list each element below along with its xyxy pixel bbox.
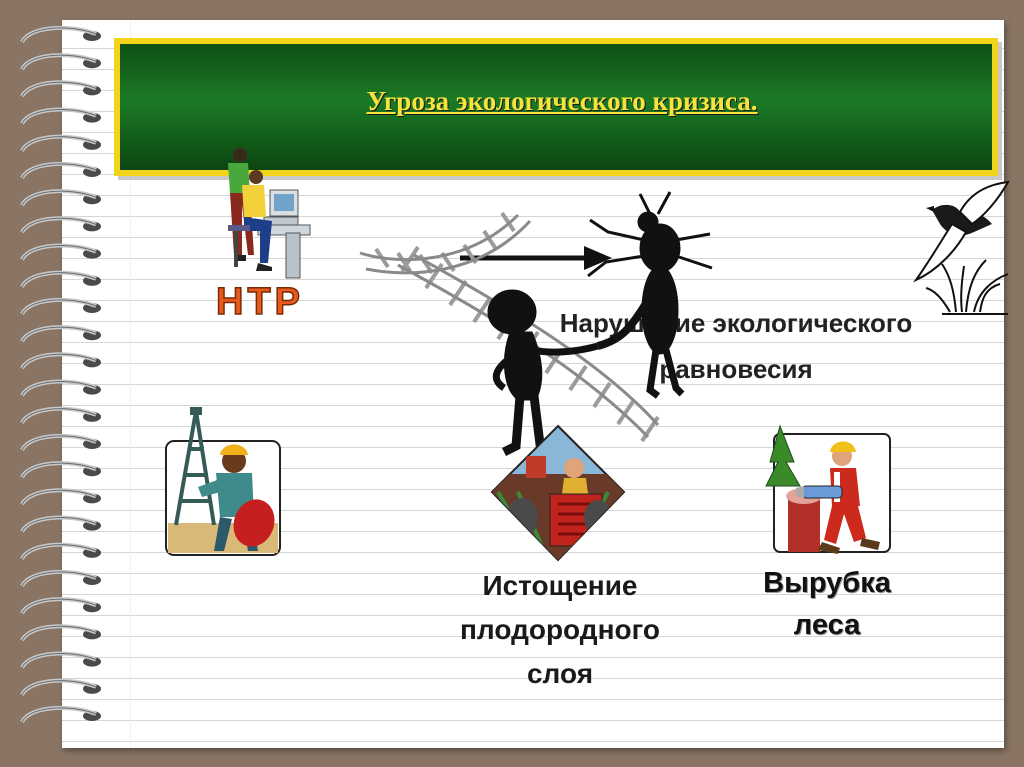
spiral-coil bbox=[20, 678, 101, 696]
spiral-coil bbox=[20, 107, 101, 125]
duck-reeds-image bbox=[913, 180, 1010, 315]
railroad-track-image bbox=[359, 211, 660, 443]
scientists-computer-image bbox=[228, 148, 311, 279]
spiral-coil bbox=[20, 488, 101, 506]
spiral-coil bbox=[20, 597, 101, 615]
human-insect-handshake-image bbox=[487, 191, 713, 457]
spiral-coil bbox=[20, 651, 101, 669]
spiral-coil bbox=[20, 216, 101, 234]
farm-tractor-image bbox=[490, 424, 626, 562]
lumberjack-image bbox=[765, 424, 891, 554]
spiral-coil bbox=[20, 325, 101, 343]
title-banner bbox=[114, 38, 998, 176]
spiral-coil bbox=[20, 352, 101, 370]
spiral-coil bbox=[20, 569, 101, 588]
spiral-coil bbox=[20, 297, 101, 316]
page-margin-line bbox=[130, 20, 131, 748]
spiral-coil bbox=[20, 53, 101, 71]
spiral-coil bbox=[20, 433, 101, 452]
slide-title: Угроза экологического кризиса. bbox=[366, 86, 758, 116]
oil-worker-image bbox=[165, 407, 281, 556]
spiral-coil bbox=[20, 189, 101, 207]
spiral-coil bbox=[20, 461, 101, 479]
spiral-coil bbox=[20, 542, 101, 560]
spiral-coil bbox=[20, 515, 101, 533]
caption-depletion: Истощение плодородного слоя bbox=[460, 570, 660, 689]
svg-text:НТР: НТР bbox=[216, 281, 304, 323]
spiral-coil bbox=[20, 270, 101, 288]
ntr-logo: НТР bbox=[215, 280, 304, 324]
spiral-coil bbox=[20, 25, 101, 44]
spiral-coil bbox=[20, 134, 101, 152]
spiral-coil bbox=[20, 705, 101, 724]
spiral-coil bbox=[20, 161, 101, 180]
spiral-coil bbox=[20, 406, 101, 424]
caption-logging: Вырубка леса bbox=[763, 567, 891, 641]
spiral-coil bbox=[20, 379, 101, 397]
spiral-coil bbox=[20, 243, 101, 261]
spiral-binding bbox=[20, 25, 101, 724]
spiral-coil bbox=[20, 624, 101, 642]
spiral-coil bbox=[20, 80, 101, 98]
